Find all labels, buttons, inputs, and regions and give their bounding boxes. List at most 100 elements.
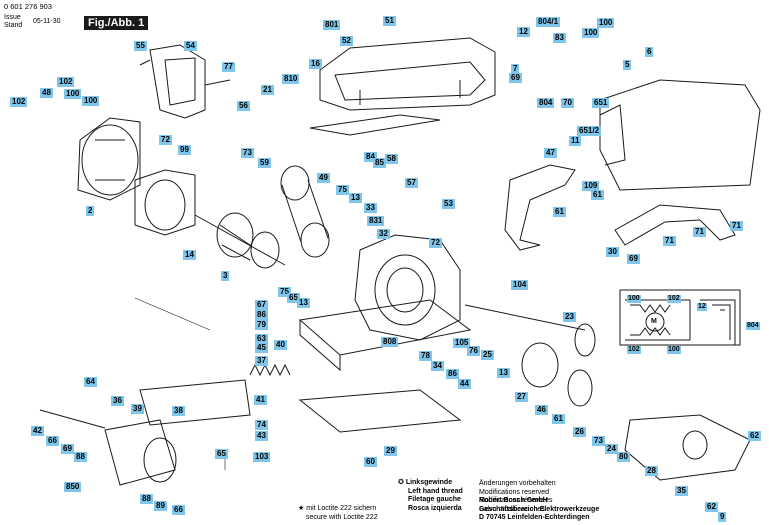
- part-label: 88: [74, 452, 87, 462]
- part-label: 14: [183, 250, 196, 260]
- part-label: 104: [511, 280, 529, 290]
- clamp-part: [139, 44, 231, 119]
- part-label: 74: [255, 420, 268, 430]
- part-label: 46: [535, 405, 548, 415]
- loctite-note: ★ mit Loctite 222 sichern: [298, 505, 377, 512]
- part-label: 62: [748, 431, 761, 441]
- part-label: 55: [134, 41, 147, 51]
- motor-symbol: M: [651, 318, 657, 325]
- figure-tag: Fig./Abb. 1: [84, 16, 149, 30]
- part-label: 63: [255, 334, 268, 344]
- part-label: 71: [730, 221, 743, 231]
- part-label: 80: [617, 452, 630, 462]
- part-label: 41: [254, 395, 267, 405]
- part-label: 71: [663, 236, 676, 246]
- part-label: 43: [255, 431, 268, 441]
- part-label: 16: [309, 59, 322, 69]
- part-label: 29: [384, 446, 397, 456]
- part-label: 35: [675, 486, 688, 496]
- wiring-label: 102: [667, 295, 681, 303]
- motor-housing: [77, 117, 141, 201]
- wiring-label: 100: [667, 346, 681, 354]
- part-label: 45: [255, 343, 268, 353]
- part-label: 23: [563, 312, 576, 322]
- part-label: 59: [258, 158, 271, 168]
- wiring-label: 12: [697, 303, 707, 311]
- part-label: 33: [364, 203, 377, 213]
- part-label: 47: [544, 148, 557, 158]
- part-label: 42: [31, 426, 44, 436]
- part-label: 70: [561, 98, 574, 108]
- part-label: 64: [84, 377, 97, 387]
- part-label: 62: [705, 502, 718, 512]
- front-roller-frame: [624, 414, 751, 481]
- part-label: 25: [481, 350, 494, 360]
- part-number: 0 601 276 903: [4, 2, 52, 11]
- wiring-label: 102: [627, 346, 641, 354]
- drive-shaft: [464, 304, 596, 407]
- part-label: 65: [287, 293, 300, 303]
- part-label: 9: [718, 512, 727, 522]
- part-label: 69: [61, 444, 74, 454]
- part-label: 61: [591, 190, 604, 200]
- gear-housing: [354, 234, 461, 341]
- part-label: 651: [592, 98, 610, 108]
- loctite-note-en: secure with Loctite 222: [306, 514, 378, 521]
- part-label: 66: [172, 505, 185, 515]
- part-label: 831: [367, 216, 385, 226]
- part-label: 61: [552, 414, 565, 424]
- issue-label: Issue: [4, 14, 21, 21]
- part-label: 102: [57, 77, 75, 87]
- part-label: 69: [509, 73, 522, 83]
- part-label: 44: [458, 379, 471, 389]
- wiring-label: 804: [746, 322, 760, 330]
- part-label: 85: [373, 158, 386, 168]
- part-label: 53: [442, 199, 455, 209]
- part-label: 77: [222, 62, 235, 72]
- part-label: 57: [405, 178, 418, 188]
- part-label: 103: [253, 452, 271, 462]
- dust-bag: [599, 79, 761, 191]
- part-label: 65: [215, 449, 228, 459]
- part-label: 88: [140, 494, 153, 504]
- part-label: 40: [274, 340, 287, 350]
- part-label: 13: [297, 298, 310, 308]
- part-label: 76: [467, 346, 480, 356]
- part-label: 79: [255, 320, 268, 330]
- field-frame: [134, 169, 196, 236]
- part-label: 86: [255, 310, 268, 320]
- spring: [249, 363, 291, 377]
- part-label: 37: [255, 356, 268, 366]
- part-label: 3: [221, 271, 230, 281]
- part-label: 51: [383, 16, 396, 26]
- dust-cylinder: [280, 165, 330, 258]
- part-label: 810: [282, 74, 300, 84]
- part-label: 34: [431, 361, 444, 371]
- part-label: 13: [349, 193, 362, 203]
- part-label: 13: [497, 368, 510, 378]
- top-housing: [309, 37, 496, 136]
- dust-tube: [504, 164, 576, 251]
- part-label: 801: [323, 20, 341, 30]
- part-label: 78: [419, 351, 432, 361]
- part-label: 99: [178, 145, 191, 155]
- part-label: 66: [46, 436, 59, 446]
- part-label: 102: [10, 97, 28, 107]
- part-label: 73: [592, 436, 605, 446]
- part-label: 73: [241, 148, 254, 158]
- part-label: 60: [364, 457, 377, 467]
- part-label: 24: [605, 444, 618, 454]
- stand-label: Stand: [4, 22, 23, 29]
- part-label: 804: [537, 98, 555, 108]
- part-label: 7: [511, 64, 520, 74]
- part-label: 39: [131, 404, 144, 414]
- part-label: 32: [377, 229, 390, 239]
- part-label: 105: [453, 338, 471, 348]
- part-label: 100: [597, 18, 615, 28]
- part-label: 84: [364, 152, 377, 162]
- armature: [194, 212, 286, 269]
- part-label: 5: [623, 60, 632, 70]
- part-label: 26: [573, 427, 586, 437]
- part-label: 28: [645, 466, 658, 476]
- sanding-belt: [298, 389, 462, 433]
